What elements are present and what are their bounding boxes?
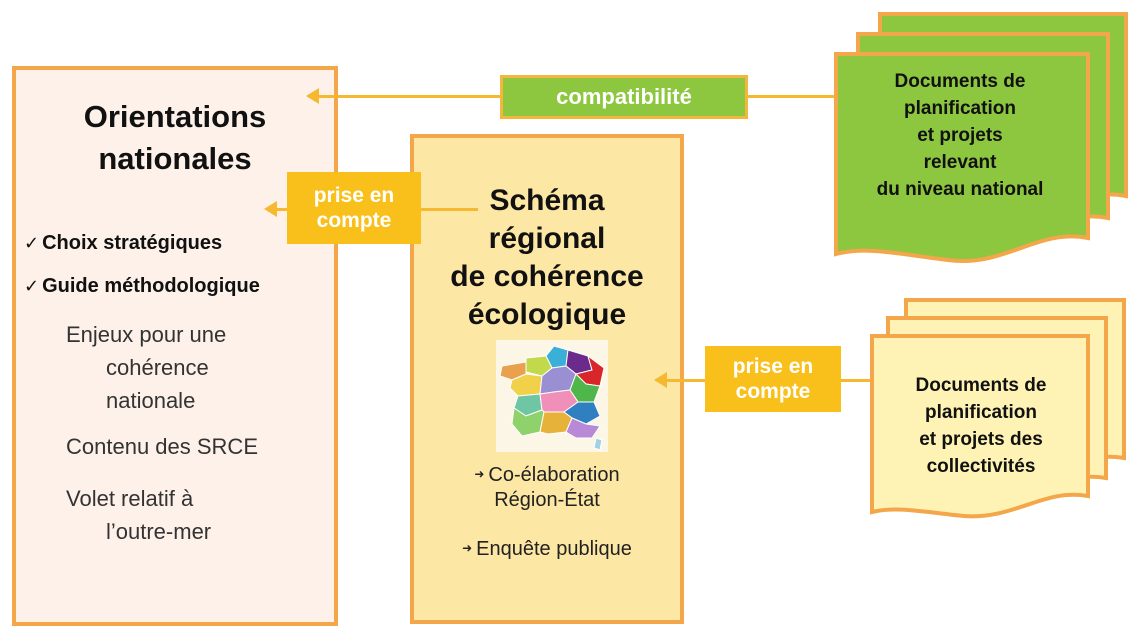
srce-title: Schéma régional de cohérence écologique <box>414 182 680 334</box>
check-item-guide: ✓Guide méthodologique <box>24 275 260 298</box>
doc-text-line: Documents de <box>915 375 1047 396</box>
france-regions-map <box>496 340 608 452</box>
doc-text-line: et projets <box>917 125 1003 146</box>
doc-text-line: Documents de <box>894 71 1026 92</box>
bullet-line: Région-État <box>494 489 600 511</box>
prise-text-line: prise en <box>313 184 395 207</box>
check-item-choix: ✓Choix stratégiques <box>24 232 222 255</box>
doc-text-line: planification <box>925 402 1037 423</box>
orientations-nationales-title: Orientations nationales <box>16 96 334 180</box>
orientations-nationales-box: Orientations nationales ✓Choix stratégiq… <box>12 66 338 626</box>
bullet-co-elaboration: ➜Co-élaboration Région-État <box>414 462 680 513</box>
prise-en-compte-label-1: prise en compte <box>287 172 421 244</box>
checkmark-icon: ✓ <box>24 276 40 296</box>
sub-item-line: nationale <box>106 388 196 413</box>
compatibilite-label: compatibilité <box>500 75 748 119</box>
srce-title-line: écologique <box>467 298 627 331</box>
srce-box: Schéma régional de cohérence écologique … <box>410 134 684 624</box>
left-title-line1: Orientations <box>83 99 267 134</box>
srce-title-line: régional <box>488 222 606 255</box>
compatibilite-arrowhead <box>306 88 319 104</box>
check-item-label: Choix stratégiques <box>42 232 223 254</box>
sub-item-enjeux: Enjeux pour une cohérence nationale <box>66 318 316 417</box>
prise2-arrowhead <box>654 372 667 388</box>
national-documents-stack <box>834 12 1128 264</box>
sub-item-line: l’outre-mer <box>106 519 212 544</box>
check-item-label: Guide méthodologique <box>42 275 260 297</box>
prise-text-line: compte <box>316 209 392 232</box>
sub-item-volet: Volet relatif à l’outre-mer <box>66 482 316 548</box>
sub-item-line: Volet relatif à <box>66 486 194 511</box>
left-title-line2: nationales <box>98 141 252 176</box>
srce-title-line: de cohérence <box>450 260 644 293</box>
national-documents-text: Documents de planification et projets re… <box>838 68 1082 203</box>
sub-item-line: Enjeux pour une <box>66 322 227 347</box>
sub-item-line: Contenu des SRCE <box>66 434 258 459</box>
srce-title-line: Schéma <box>489 184 605 217</box>
bullet-enquete: ➜Enquête publique <box>414 536 680 562</box>
sub-item-line: cohérence <box>106 355 209 380</box>
compatibilite-text: compatibilité <box>556 84 692 109</box>
doc-text-line: relevant <box>923 152 997 173</box>
arrow-bullet-icon: ➜ <box>474 467 485 481</box>
collectivites-documents-stack <box>870 298 1126 519</box>
doc-text-line: planification <box>904 98 1016 119</box>
doc-text-line: collectivités <box>926 456 1036 477</box>
prise-en-compte-label-2: prise en compte <box>705 346 841 412</box>
collectivites-documents-text: Documents de planification et projets de… <box>872 372 1090 480</box>
arrow-bullet-icon: ➜ <box>462 541 473 555</box>
bullet-line: Enquête publique <box>476 538 632 560</box>
doc-text-line: du niveau national <box>876 179 1044 200</box>
doc-text-line: et projets des <box>919 429 1043 450</box>
prise-text-line: prise en <box>732 355 814 378</box>
prise-text-line: compte <box>735 380 811 403</box>
bullet-line: Co-élaboration <box>488 464 620 486</box>
checkmark-icon: ✓ <box>24 233 40 253</box>
prise1-arrowhead <box>264 201 277 217</box>
sub-item-contenu: Contenu des SRCE <box>66 430 316 463</box>
